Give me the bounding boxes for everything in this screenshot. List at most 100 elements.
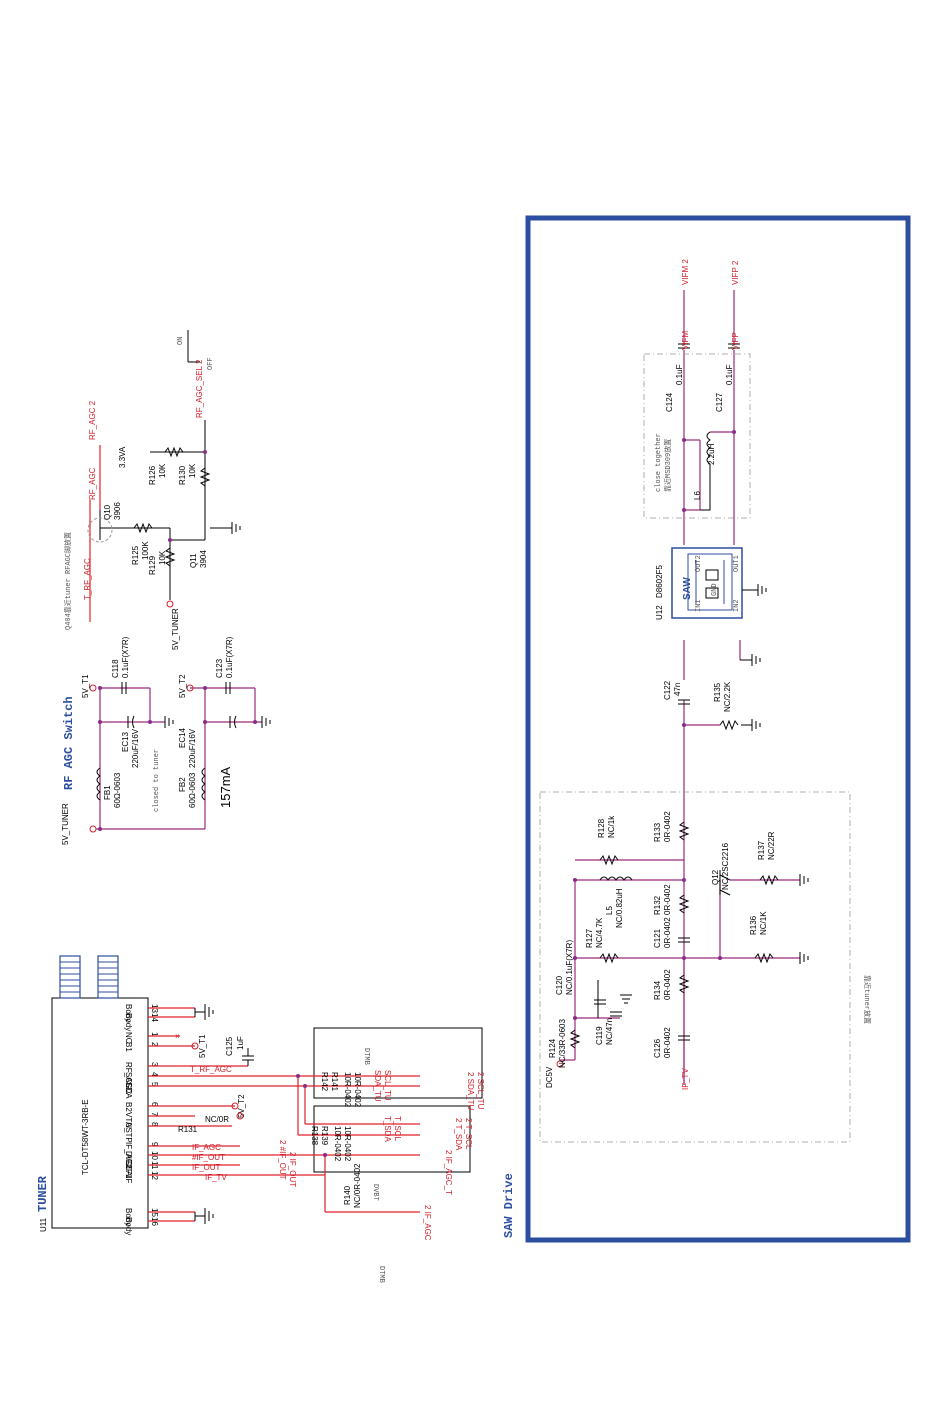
c122-ref: C122 xyxy=(663,680,672,700)
tuner-pin-name: RF_AGC xyxy=(124,1062,133,1095)
capacitor-c121 xyxy=(678,937,690,943)
tuner-pin-name: AS xyxy=(124,1122,133,1133)
port-vifp: VIFP 2 xyxy=(731,260,740,285)
junction-dot xyxy=(682,723,686,727)
l5-value: NC/0.82uH xyxy=(615,888,624,928)
net-label: 5V_T2 xyxy=(237,1094,246,1118)
electrolytic-ec13 xyxy=(127,715,135,729)
resistor-symbol xyxy=(164,446,184,458)
capacitor-c124 xyxy=(678,343,690,349)
ferrite-bead-fb1 xyxy=(96,767,101,801)
test-point xyxy=(236,1112,244,1120)
saw-out1: OUT1 xyxy=(733,555,741,572)
if-agc-port: 2 IF_AGC xyxy=(423,1205,432,1241)
junction-dot xyxy=(682,508,686,512)
electrolytic-ec14 xyxy=(229,715,237,729)
c124-ref: C124 xyxy=(665,392,674,412)
r130-ref: R130 xyxy=(178,465,187,485)
close-together-note: close together xyxy=(655,433,663,492)
ferrite-bead-fb2 xyxy=(201,767,206,801)
ec13-ref: EC13 xyxy=(121,731,130,752)
junction-dot xyxy=(573,878,577,882)
c124-value: 0.1uF xyxy=(675,364,684,385)
tuner-buffer-region xyxy=(539,791,851,1143)
net-5v-tuner: 5V_TUNER xyxy=(61,803,70,845)
tuner-pin-number: 3 xyxy=(150,1062,159,1067)
ground-symbol xyxy=(751,719,761,731)
test-point xyxy=(191,1042,199,1050)
net-5v-t1: 5V_T1 xyxy=(81,674,90,698)
junction-dot xyxy=(98,720,102,724)
r126-value: 10K xyxy=(158,463,167,478)
i2c-resistor-value: 10R-0402 xyxy=(353,1072,362,1108)
r132-ref: R132 xyxy=(653,895,662,915)
tuner-pin-name: NC xyxy=(124,1032,133,1044)
tuner-pin-number: 16 xyxy=(150,1217,159,1226)
net-dc5v: DC5V xyxy=(545,1066,554,1088)
junction-dot xyxy=(98,827,102,831)
r127-value: NC/4.7K xyxy=(595,917,604,948)
i2c-resistor-value: 10R-0402 xyxy=(333,1126,342,1162)
saw-label: SAW xyxy=(682,577,693,600)
r128-value: NC/1k xyxy=(607,815,616,838)
junction-dot xyxy=(168,538,172,542)
cap-value: 1uF xyxy=(236,1036,245,1050)
fb1-ref: FB1 xyxy=(103,785,112,800)
tuner-part: TCL-DT58WT-3RB-E xyxy=(81,1099,90,1175)
tuner-pin-wires xyxy=(148,1007,305,1222)
junction-dot xyxy=(203,450,207,454)
capacitor-c122 xyxy=(678,699,690,705)
ground-symbol xyxy=(799,874,809,886)
ground-symbol xyxy=(204,1208,214,1224)
capacitor-c127 xyxy=(728,343,740,349)
capacitor-c125 xyxy=(242,1048,254,1066)
i2c-port: 2 SDA_TU xyxy=(466,1072,475,1110)
junction-dot xyxy=(718,956,722,960)
capacitor-c118 xyxy=(121,682,127,694)
junction-dot xyxy=(573,1016,577,1020)
capacitor-c123 xyxy=(225,682,231,694)
r134-ref: R134 xyxy=(653,980,662,1000)
r127-ref: R127 xyxy=(585,928,594,948)
i2c-resistor-value: 10R-0402 xyxy=(343,1126,352,1162)
i2c-resistor-ref: R142 xyxy=(320,1072,329,1092)
resistor-symbol xyxy=(759,874,779,886)
tuner-pin-name: VTU_TP xyxy=(124,1112,133,1143)
r133-value: 0R-0402 xyxy=(663,811,672,842)
c121-ref: C121 xyxy=(653,928,662,948)
ground-symbol xyxy=(204,1004,214,1020)
tuner-pin-name: SDA xyxy=(124,1082,133,1099)
saw-filter-u12 xyxy=(671,547,743,619)
i2c-net: SDA_TU xyxy=(373,1070,382,1102)
net-vifp: VIFP xyxy=(731,332,740,350)
r128-ref: R128 xyxy=(597,818,606,838)
tuner-pin-number: 5 xyxy=(150,1082,159,1087)
power-port xyxy=(166,600,174,608)
net-label: 5V_T1 xyxy=(198,1034,207,1058)
close-together-region xyxy=(643,353,751,519)
close-msd309-note: 靠近MSD309放置 xyxy=(663,439,673,492)
r130-value: 10K xyxy=(188,463,197,478)
capacitor-c119 xyxy=(610,1011,622,1017)
r126-ref: R126 xyxy=(148,465,157,485)
ground-symbol xyxy=(742,584,767,596)
port-vifm: VIFM 2 xyxy=(681,259,690,285)
net-vifm: VIFM xyxy=(681,331,690,350)
c119-value: NC/47n xyxy=(605,1018,614,1045)
i2c-resistor-ref: R141 xyxy=(330,1072,339,1092)
tuner-pins: 16Body15Body12AIF11DIF110DIF29IF_AGC8AS7… xyxy=(124,1004,159,1235)
tuner-pin-number: 6 xyxy=(150,1102,159,1107)
tuner-pin-number: 12 xyxy=(150,1171,159,1180)
q404-note: Q404靠近tuner RFAGC脚放置 xyxy=(63,532,73,630)
agc-switch-wires xyxy=(89,420,232,622)
junction-dot xyxy=(253,720,257,724)
on-label: ON xyxy=(177,337,185,345)
i2c-net: T_SCL xyxy=(393,1116,402,1141)
c119-ref: C119 xyxy=(595,1026,604,1045)
net-if-tv: IF_TV xyxy=(681,1068,690,1090)
c123-ref: C123 xyxy=(215,658,224,678)
tuner-pin-number: 4 xyxy=(150,1072,159,1077)
tuner-pin-name: Body xyxy=(124,1004,133,1022)
ground-symbol xyxy=(620,994,632,1004)
i2c-port: 2 T_SDA xyxy=(454,1118,463,1151)
